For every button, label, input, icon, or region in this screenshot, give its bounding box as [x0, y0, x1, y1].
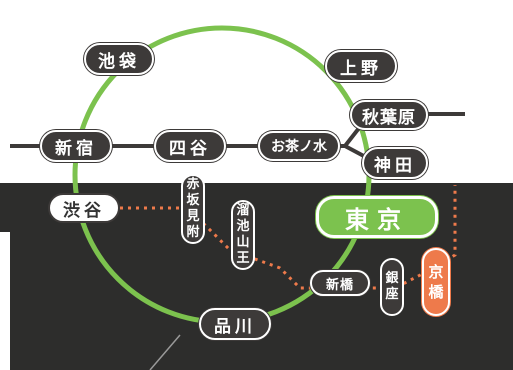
station-kyobashi[interactable]: 京 橋 [422, 248, 450, 316]
tameike-sanno-char-3: 山 [236, 235, 250, 250]
tameike-sanno-char-4: 王 [236, 251, 250, 266]
tameike-sanno-char-2: 池 [236, 219, 250, 234]
akasaka-mitsuke-char-1: 赤 [186, 177, 200, 192]
station-shibuya[interactable]: 渋谷 [48, 193, 120, 223]
akasaka-mitsuke-char-3: 見 [186, 209, 200, 224]
station-ikebukuro[interactable]: 池袋 [84, 43, 154, 75]
station-tokyo[interactable]: 東京 [316, 196, 438, 238]
akasaka-mitsuke-char-4: 附 [186, 225, 200, 240]
station-akihabara[interactable]: 秋葉原 [350, 100, 428, 130]
station-yotsuya[interactable]: 四谷 [154, 130, 226, 162]
kyobashi-char-2: 橋 [428, 283, 444, 301]
station-shinjuku[interactable]: 新宿 [40, 130, 112, 162]
station-ochanomizu[interactable]: お茶ノ水 [258, 131, 340, 161]
ginza-char-2: 座 [385, 287, 399, 302]
station-shimbashi[interactable]: 新橋 [310, 270, 370, 296]
leader-line [149, 334, 181, 370]
station-kanda[interactable]: 神田 [362, 147, 428, 179]
akasaka-mitsuke-char-2: 坂 [186, 193, 200, 208]
station-akasaka-mitsuke[interactable]: 赤 坂 見 附 [181, 174, 205, 244]
tameike-sanno-char-1: 溜 [236, 203, 250, 218]
ginza-char-1: 銀 [385, 271, 399, 286]
kyobashi-char-1: 京 [428, 263, 444, 281]
station-ueno[interactable]: 上野 [325, 50, 397, 82]
station-shinagawa[interactable]: 品川 [199, 308, 271, 340]
panel-edge [0, 232, 10, 370]
station-ginza[interactable]: 銀 座 [380, 258, 404, 316]
station-tameike-sanno[interactable]: 溜 池 山 王 [231, 200, 255, 270]
